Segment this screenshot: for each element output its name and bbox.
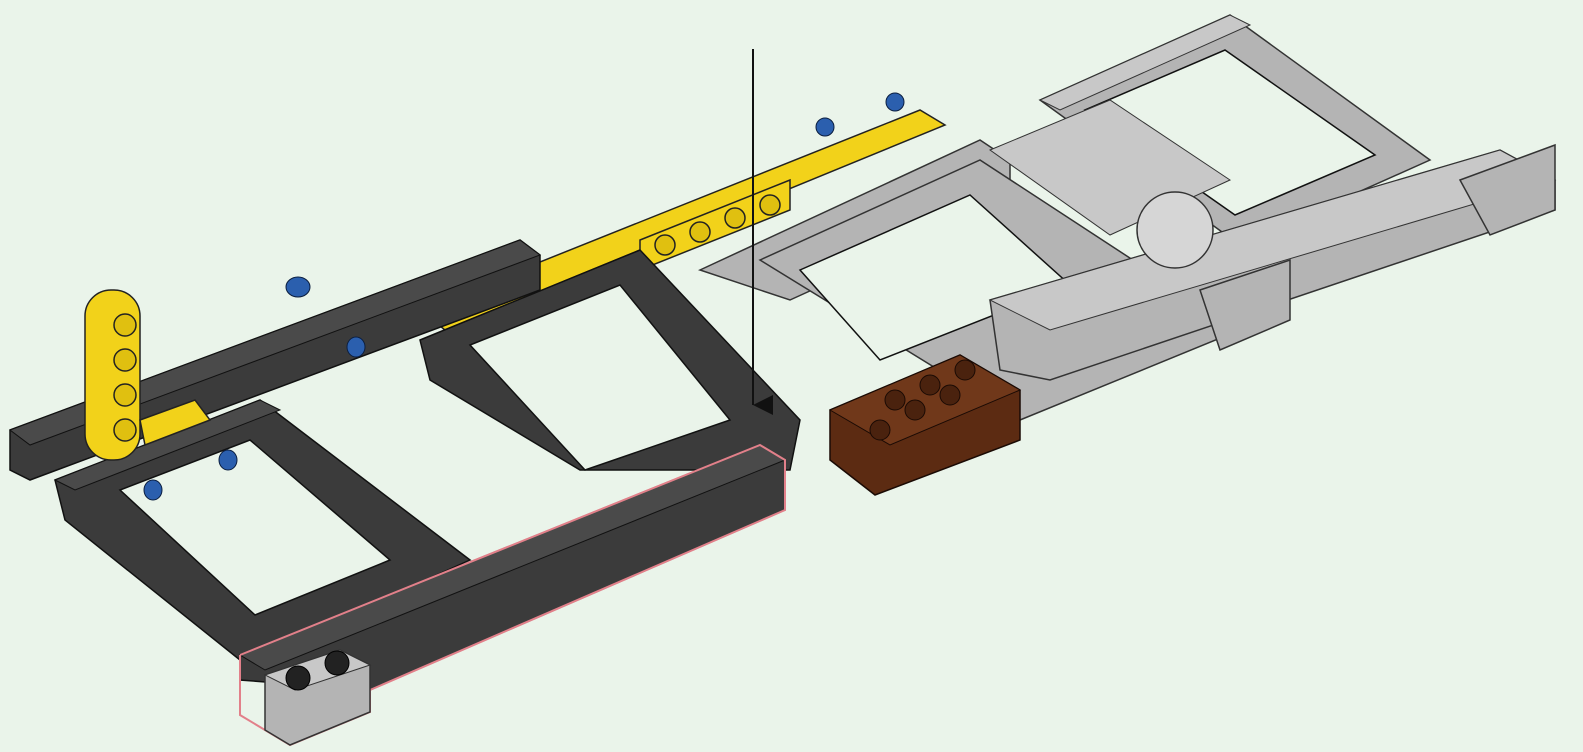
gear-icon xyxy=(1137,192,1213,268)
